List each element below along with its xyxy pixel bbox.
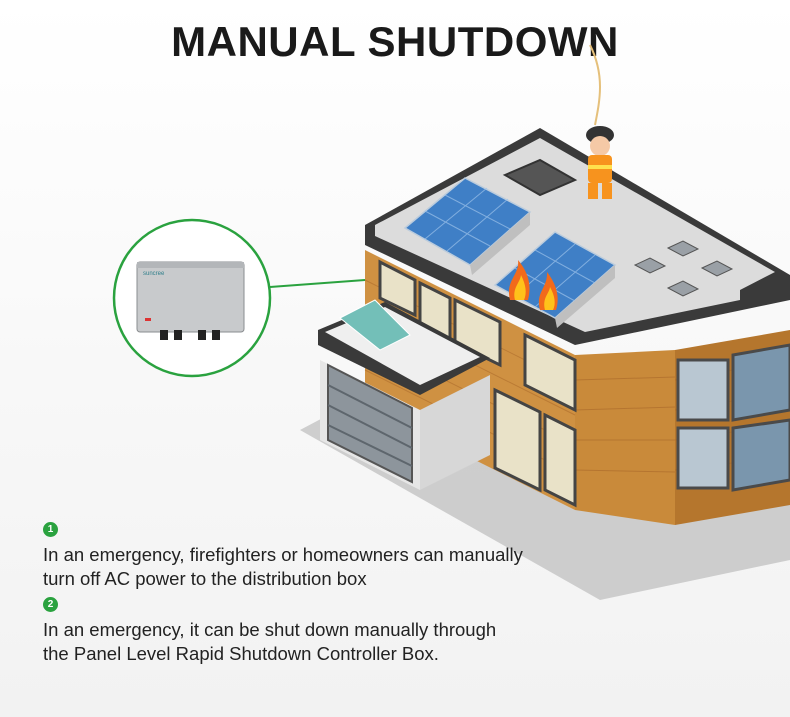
window bbox=[493, 387, 542, 493]
window bbox=[676, 358, 730, 422]
window bbox=[523, 332, 577, 413]
notes-section: 1 In an emergency, firefighters or homeo… bbox=[43, 522, 523, 666]
roof-hatch bbox=[502, 158, 578, 197]
solar-panel-1 bbox=[403, 177, 532, 275]
note-text-2: In an emergency, it can be shut down man… bbox=[43, 619, 497, 664]
window bbox=[453, 297, 502, 368]
window bbox=[378, 259, 417, 318]
callout-line bbox=[269, 279, 366, 288]
wing-side bbox=[420, 375, 490, 490]
note-text-1: In an emergency, firefighters or homeown… bbox=[43, 544, 523, 589]
window bbox=[731, 343, 790, 422]
garage-door bbox=[327, 363, 413, 484]
device-brand-label: suncree bbox=[143, 271, 165, 277]
shutdown-controller-box bbox=[136, 261, 245, 340]
right-wall-front bbox=[575, 350, 675, 525]
awning bbox=[339, 299, 411, 351]
roof-fans bbox=[633, 240, 734, 297]
step-badge-1: 1 bbox=[43, 522, 58, 537]
page-title: MANUAL SHUTDOWN bbox=[171, 18, 619, 65]
window bbox=[731, 418, 790, 492]
window bbox=[676, 426, 730, 490]
fire-icon bbox=[508, 260, 558, 310]
window bbox=[543, 412, 577, 508]
step-badge-2: 2 bbox=[43, 597, 58, 612]
firefighter-icon bbox=[586, 44, 614, 199]
